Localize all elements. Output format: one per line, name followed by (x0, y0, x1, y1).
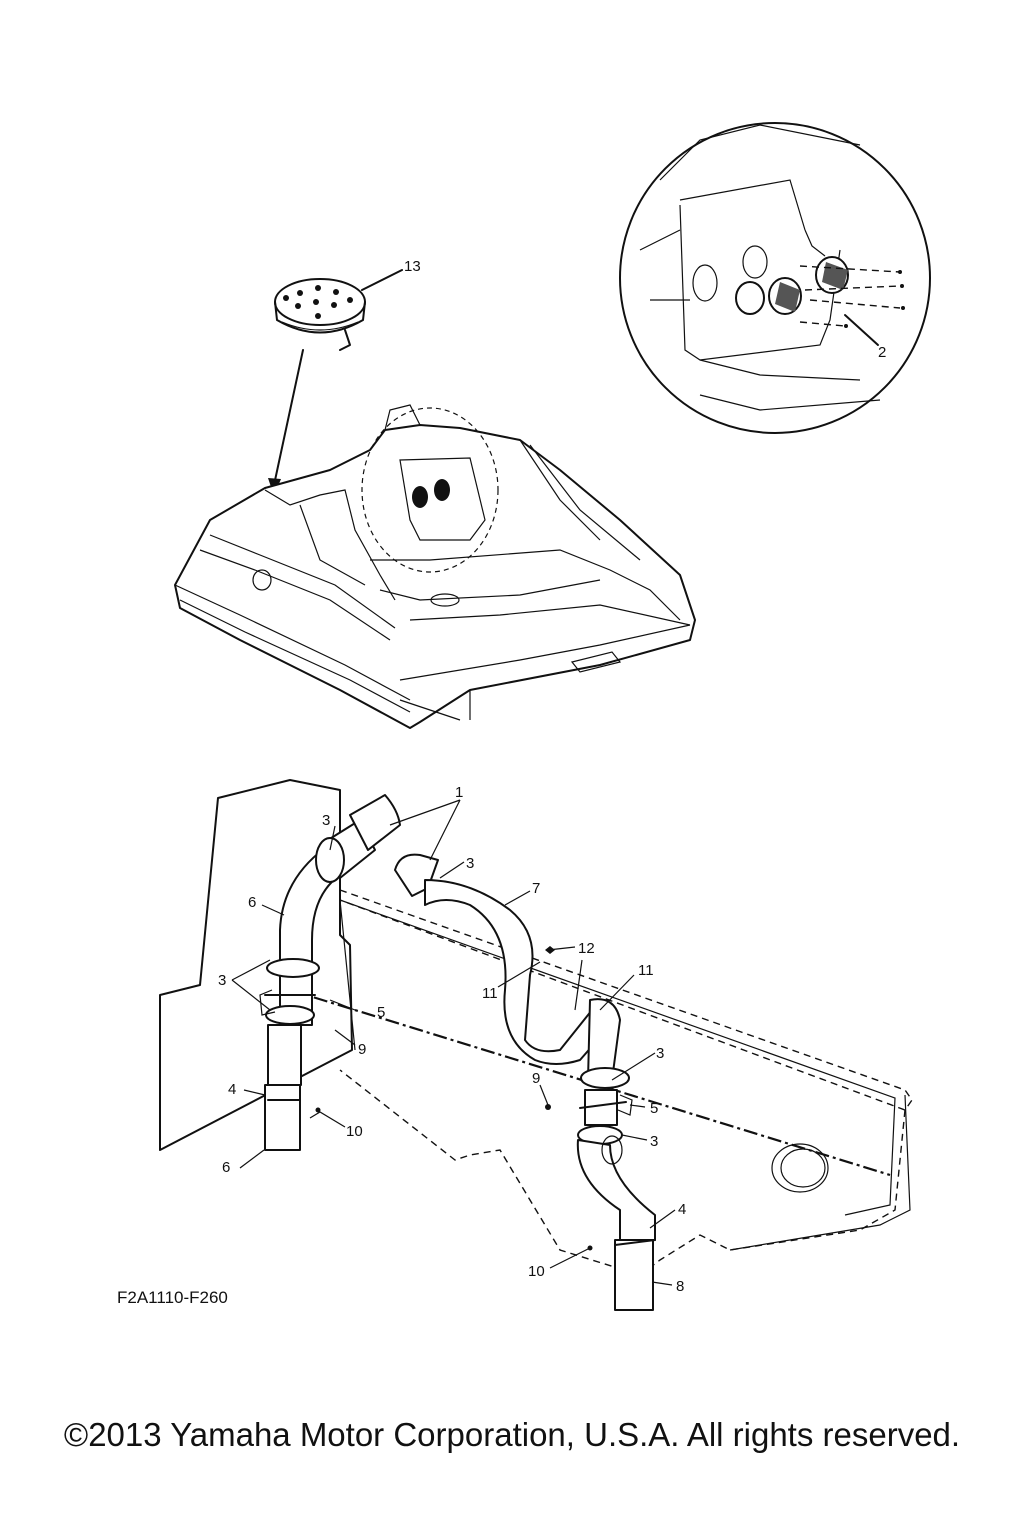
callout-11a: 11 (638, 962, 654, 979)
callout-12: 12 (578, 940, 595, 957)
hose-right-part-7-8 (394, 853, 656, 1311)
callout-13: 13 (404, 258, 421, 275)
callout-3b: 3 (466, 855, 474, 872)
detail-view (619, 122, 931, 434)
callout-9b: 9 (532, 1070, 540, 1087)
callout-5a: 5 (377, 1004, 385, 1021)
callout-4b: 4 (678, 1201, 686, 1218)
diagram-code: F2A1110-F260 (117, 1288, 228, 1307)
callout-6b: 6 (222, 1159, 230, 1176)
hose-left-part-6 (259, 794, 401, 1151)
callout-8: 8 (676, 1278, 684, 1295)
copyright-notice: ©2013 Yamaha Motor Corporation, U.S.A. A… (63, 1416, 961, 1453)
callout-3d: 3 (656, 1045, 664, 1062)
vent-cover-part-13 (274, 278, 366, 351)
callout-3e: 3 (650, 1133, 658, 1150)
callout-7: 7 (532, 880, 540, 897)
callout-10b: 10 (528, 1263, 545, 1280)
bulkhead-panel-left (159, 779, 353, 1151)
callout-5b: 5 (650, 1100, 658, 1117)
callout-1: 1 (455, 784, 463, 801)
callout-4a: 4 (228, 1081, 236, 1098)
callout-10a: 10 (346, 1123, 363, 1140)
callout-11b: 11 (482, 985, 498, 1002)
callout-6a: 6 (248, 894, 256, 911)
callout-3a: 3 (322, 812, 330, 829)
vessel-deck (174, 404, 696, 729)
callout-3c: 3 (218, 972, 226, 989)
callout-2: 2 (878, 344, 886, 361)
leader-lines (231, 799, 676, 1286)
callout-9a: 9 (358, 1041, 366, 1058)
